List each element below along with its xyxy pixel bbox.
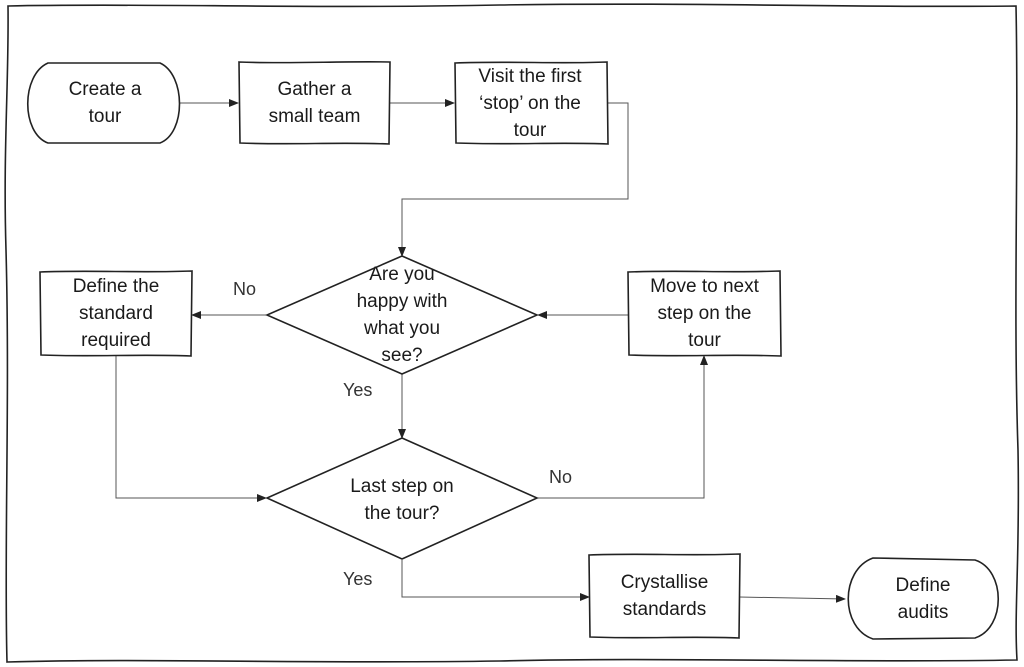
node-happy-label: Are you happy with what you see?: [356, 264, 448, 366]
node-happy-shape: [265, 255, 539, 375]
arrow-last-yes-to-crystallise: [401, 560, 590, 601]
node-crystallise-label: Crystallise standards: [620, 572, 709, 620]
node-create-tour-shape: [27, 62, 181, 144]
sketch-border: [4, 3, 1020, 663]
node-last-step-shape: [265, 437, 539, 560]
edge-label-last-no: No: [549, 467, 573, 487]
node-last-step-label: Last step on the tour?: [350, 476, 454, 524]
edge-label-happy-no: No: [233, 279, 257, 299]
arrow-visit-to-happy: [398, 102, 629, 257]
node-define-standard-shape: [39, 270, 193, 357]
node-define-audits-label: Define audits: [895, 574, 951, 623]
edge-label-last-yes: Yes: [343, 569, 373, 589]
node-define-standard-label: Define the standard required: [72, 276, 160, 351]
arrow-crystallise-to-audits: [738, 594, 846, 603]
node-define-audits-shape: [847, 557, 1000, 640]
arrow-last-no-to-move: [537, 355, 708, 499]
node-visit-first-label: Visit the first ‘stop’ on the tour: [478, 65, 582, 141]
node-crystallise-shape: [588, 553, 741, 639]
arrow-define-to-last: [115, 356, 267, 502]
node-create-tour-label: Create a tour: [68, 79, 142, 127]
node-visit-first-shape: [454, 61, 609, 145]
node-move-next-shape: [627, 270, 782, 357]
node-gather-team-label: Gather a small team: [268, 79, 361, 127]
node-move-next-label: Move to next step on the tour: [650, 276, 759, 351]
node-gather-team-shape: [238, 60, 391, 145]
edge-label-happy-yes: Yes: [343, 380, 373, 400]
